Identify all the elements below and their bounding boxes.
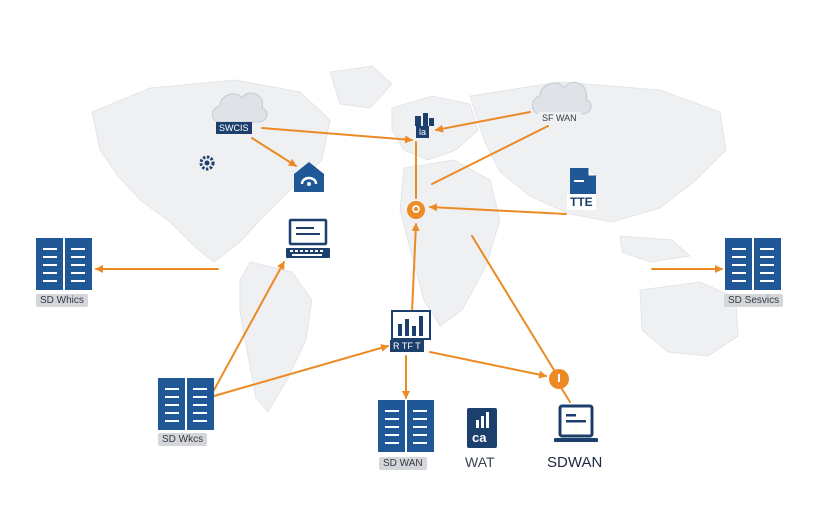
monitor-label: SDWAN [547, 454, 603, 471]
asia-shape [469, 81, 727, 223]
south-america-shape [239, 261, 313, 413]
link-pinmid-pinright [471, 235, 555, 371]
home-node[interactable] [292, 160, 326, 194]
monitor-icon [554, 404, 598, 442]
hub-center-node[interactable]: R TF T [388, 310, 434, 354]
north-america-shape [91, 79, 331, 263]
link-hubcenter-pinmid [411, 223, 420, 313]
link-serverbl-hubcenter [213, 344, 389, 397]
link-cloudright-hubtop [435, 111, 531, 133]
server-bottom-left-node[interactable]: SD Wkcs [154, 378, 218, 450]
link-cloudright-hubtop-down [431, 125, 549, 185]
link-cloudleft-hubtop [261, 127, 413, 144]
server-icon [36, 238, 92, 290]
server-bottom-label: SD WAN [379, 457, 427, 470]
cloud-icon [212, 92, 268, 123]
gear-node[interactable] [198, 154, 216, 172]
bar-chart-icon [391, 310, 431, 340]
server-icon [158, 378, 214, 430]
server-right-node[interactable]: SD Sesvics [722, 238, 784, 312]
document-icon [570, 168, 596, 194]
gear-icon [199, 155, 215, 171]
building-icon [415, 113, 434, 126]
europe-shape [391, 95, 479, 161]
server-left-label: SD Whics [36, 294, 88, 307]
cloud-right-label: SF WAN [538, 112, 581, 124]
server-bottom-node[interactable]: SD WAN [376, 400, 436, 474]
laptop-icon [286, 218, 330, 258]
link-pinright-monitor [559, 385, 571, 403]
hub-top-node[interactable]: la [410, 112, 438, 142]
link-cloudleft-home [251, 137, 297, 167]
document-node[interactable]: TTE [564, 166, 602, 214]
signal-glyph: cа [472, 430, 487, 445]
cloud-icon [532, 81, 592, 115]
home-icon [294, 162, 324, 192]
server-left-node[interactable]: SD Whics [34, 238, 94, 312]
monitor-node[interactable]: SDWAN [546, 404, 610, 476]
cloud-right-node[interactable]: SF WAN [528, 74, 594, 130]
cloud-left-label: SWCIS [216, 122, 252, 134]
location-pin-icon [549, 369, 569, 389]
link-document-pinmid [429, 203, 567, 215]
terminal-node[interactable] [286, 218, 330, 260]
africa-shape [399, 159, 501, 327]
hub-top-label: la [416, 126, 430, 138]
server-right-label: SD Sesvics [724, 294, 784, 307]
link-serverbl-terminal [213, 261, 285, 391]
server-icon [378, 400, 434, 452]
pin-right-node[interactable] [548, 368, 570, 390]
server-icon [725, 238, 781, 290]
hub-center-label: R TF T [390, 340, 424, 352]
cloud-left-node[interactable]: SWCIS [208, 84, 270, 140]
signal-node[interactable]: cа WAT [464, 408, 502, 474]
server-bottom-left-label: SD Wkcs [158, 433, 208, 446]
signal-label: WAT [465, 454, 495, 470]
australia-shape [639, 281, 739, 357]
signal-bars-icon: cа [467, 408, 497, 448]
greenland-shape [329, 65, 393, 109]
pin-mid-node[interactable] [406, 200, 426, 220]
indonesia-shape [619, 235, 691, 263]
document-label: TTE [567, 194, 596, 210]
location-pin-icon [407, 201, 425, 219]
link-hubcenter-pinright [429, 351, 547, 379]
